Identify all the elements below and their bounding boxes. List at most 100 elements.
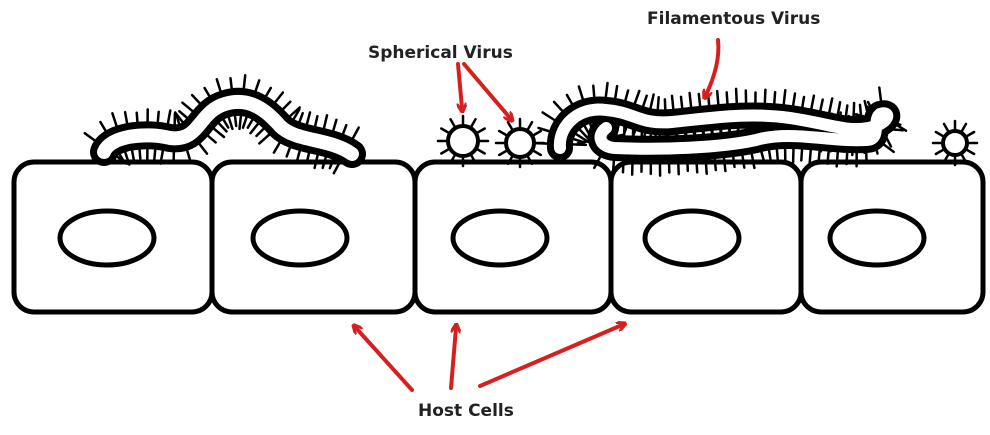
virus-spike <box>615 86 617 99</box>
virus-spike <box>593 86 594 98</box>
virus-spike <box>883 144 893 152</box>
virus-spike <box>733 156 734 167</box>
virus-spike <box>168 111 171 126</box>
virus-spike <box>837 151 838 166</box>
virus-spike <box>244 75 246 90</box>
virus-spike <box>572 144 586 145</box>
arrow-host-2 <box>451 328 456 388</box>
virus-spike <box>879 88 881 102</box>
virus-spike <box>793 94 795 107</box>
spherical-virus-1 <box>448 126 478 156</box>
host-cell-2 <box>212 162 415 312</box>
virus-spike <box>829 99 832 114</box>
filamentous-virus-right <box>560 109 887 148</box>
virus-spike <box>451 119 456 127</box>
virus-spike <box>217 79 221 92</box>
virus-spike <box>936 150 944 155</box>
arrow-host-3 <box>480 325 622 386</box>
virus-spike <box>966 150 974 155</box>
label-spherical-virus: Spherical Virus <box>368 43 513 63</box>
virus-spike <box>708 95 709 106</box>
virus-spike <box>810 149 811 163</box>
virus-spike <box>819 150 820 161</box>
host-cell-4 <box>611 162 801 312</box>
virus-spike <box>944 124 949 132</box>
virus-spike <box>441 129 449 134</box>
virus-spike <box>477 149 485 154</box>
virus-spike <box>182 103 194 113</box>
virus-spike <box>579 87 583 100</box>
virus-spike <box>625 91 628 102</box>
virus-spike <box>681 97 682 109</box>
virus-spike <box>727 92 728 104</box>
virus-spike <box>274 93 283 104</box>
virus-spike <box>784 90 786 105</box>
spherical-virus-2 <box>506 129 534 157</box>
virus-spike <box>259 133 270 143</box>
virus-spike <box>678 160 679 174</box>
virus-spike <box>240 114 242 129</box>
virus-spike <box>820 100 823 112</box>
virus-spike <box>471 119 476 127</box>
virus-spike <box>306 112 310 126</box>
virus-spike <box>690 93 692 108</box>
virus-spike <box>658 97 659 110</box>
virus-spike <box>696 159 697 172</box>
virus-spike <box>533 131 541 136</box>
arrow-host-1 <box>356 328 412 390</box>
virus-spike <box>198 143 207 154</box>
virus-spike <box>706 159 707 174</box>
virus-spike <box>736 89 737 104</box>
virus-spike <box>324 115 327 130</box>
virus-spike <box>477 129 485 134</box>
virus-spike <box>966 132 974 137</box>
virus-spike <box>811 96 814 110</box>
virus-spike <box>613 160 614 175</box>
virus-spike <box>847 152 848 164</box>
virus-spike <box>606 83 608 98</box>
virus-spike <box>213 128 225 138</box>
virus-spike <box>508 122 513 130</box>
virus-spike <box>717 91 718 105</box>
virus-spike <box>724 157 726 171</box>
virus-spike <box>650 95 653 110</box>
virus-spike <box>352 128 359 140</box>
virus-spike <box>528 122 533 130</box>
virus-spike <box>846 106 847 117</box>
virus-spike <box>441 149 449 154</box>
virus-spike <box>251 122 260 133</box>
virus-spike <box>802 97 804 108</box>
virus-spike <box>765 90 766 104</box>
virus-spike <box>85 133 96 141</box>
virus-spike <box>499 151 507 156</box>
virus-spike <box>543 112 556 120</box>
host-cell-1 <box>14 162 212 312</box>
virus-spike <box>533 151 541 156</box>
host-cell-3 <box>415 162 611 312</box>
virus-spike <box>962 124 967 132</box>
label-host-cells: Host Cells <box>418 401 514 421</box>
label-filamentous-virus: Filamentous Virus <box>647 9 820 29</box>
virus-spike <box>699 94 700 107</box>
virus-spike <box>828 151 829 164</box>
virus-spike <box>112 113 117 127</box>
spherical-virus-3 <box>943 131 967 155</box>
virus-spike <box>567 95 572 105</box>
arrow-filamentous <box>706 40 718 95</box>
virus-spike <box>643 96 647 107</box>
virus-spike <box>777 148 778 159</box>
virus-spike <box>499 131 507 136</box>
virus-spike <box>715 158 716 170</box>
arrow-spherical-2 <box>464 64 510 118</box>
virus-spike <box>672 96 673 110</box>
virus-spike <box>687 160 688 171</box>
virus-spike <box>801 148 802 160</box>
virus-spike <box>936 132 944 137</box>
virus-spike <box>635 91 640 104</box>
virus-spike <box>554 102 563 112</box>
virus-spike <box>774 92 775 104</box>
host-cells <box>14 162 983 312</box>
arrow-spherical-1 <box>458 64 462 108</box>
